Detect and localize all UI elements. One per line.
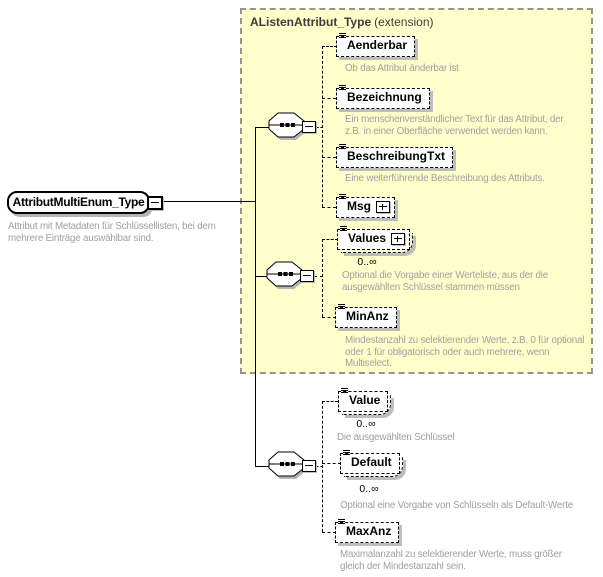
element-name: AttributMultiEnum_Type: [12, 194, 145, 209]
expand-icon[interactable]: [391, 233, 406, 245]
connector-main-trunk: [255, 127, 256, 467]
element-bezeichnung[interactable]: Bezeichnung: [336, 85, 430, 109]
cardinality-value: 0..∞: [356, 418, 376, 430]
element-name: MinAnz: [346, 309, 389, 323]
element-msg[interactable]: Msg: [336, 194, 395, 218]
sequence-compositor[interactable]: [265, 261, 306, 292]
element-aenderbar[interactable]: Aenderbar: [336, 33, 416, 57]
collapse-icon[interactable]: [302, 121, 316, 133]
element-value[interactable]: Value: [338, 388, 392, 415]
connector-dash: [322, 239, 338, 240]
connector-dash: [322, 157, 336, 158]
cardinality-default: 0..∞: [359, 483, 379, 495]
expand-icon[interactable]: [376, 201, 390, 213]
element-name: Values: [348, 231, 387, 245]
cardinality-values: 0..∞: [357, 256, 377, 268]
collapse-icon[interactable]: [302, 460, 316, 472]
connector-dash: [322, 207, 336, 208]
element-beschreibungtxt[interactable]: BeschreibungTxt: [336, 144, 454, 168]
annotation-value: Die ausgewählten Schlüssel: [337, 432, 455, 443]
text-content-icon: [339, 33, 347, 40]
sequence-compositor[interactable]: [267, 451, 308, 482]
text-content-icon: [340, 226, 348, 233]
text-content-icon: [341, 388, 349, 395]
annotation-bezeichnung: Ein menschenverständlicher Text für das …: [345, 114, 564, 137]
annotation-minanz: Mindestanzahl zu selektierender Werte, z…: [345, 335, 585, 370]
extension-title: AListenAttribut_Type(extension): [250, 15, 434, 29]
sequence-compositor[interactable]: [267, 112, 308, 143]
element-name: Aenderbar: [347, 38, 408, 52]
annotation-beschreibungtxt: Eine weiterführende Beschreibung des Att…: [345, 173, 545, 184]
element-name: MaxAnz: [346, 524, 392, 538]
annotation-values: Optional die Vorgabe einer Werteliste, a…: [342, 270, 549, 293]
connector-dash: [322, 401, 323, 532]
connector-seq3-stub: [255, 466, 270, 467]
connector-dash: [322, 317, 336, 318]
collapse-icon[interactable]: [300, 270, 314, 282]
extension-container: AListenAttribut_Type(extension): [240, 8, 593, 374]
connector-dash: [322, 401, 338, 402]
connector-dash: [322, 98, 336, 99]
connector-root-trunk: [163, 201, 255, 202]
text-content-icon: [338, 304, 346, 311]
connector-dash: [322, 532, 336, 533]
annotation-aenderbar: Ob das Attribut änderbar ist: [345, 63, 459, 74]
extension-suffix: (extension): [374, 15, 434, 29]
collapse-icon[interactable]: [147, 196, 163, 210]
connector-dash: [322, 46, 323, 207]
element-default[interactable]: Default: [340, 450, 403, 477]
element-name: Msg: [347, 199, 371, 213]
element-maxanz[interactable]: MaxAnz: [335, 519, 400, 543]
element-name: Value: [349, 393, 381, 407]
connector-dash: [316, 127, 323, 128]
text-content-icon: [339, 194, 347, 201]
element-attributmultienum-type[interactable]: AttributMultiEnum_Type: [7, 191, 150, 214]
connector-seq1-stub: [255, 127, 272, 128]
element-name: Default: [351, 455, 392, 469]
text-content-icon: [339, 144, 347, 151]
annotation-root: Attribut mit Metadaten für Schlüssellist…: [8, 221, 216, 244]
annotation-maxanz: Maximalanzahl zu selektierender Werte, m…: [340, 549, 562, 572]
annotation-default: Optional eine Vorgabe von Schlüsseln als…: [340, 500, 573, 511]
connector-dash: [316, 466, 323, 467]
connector-dash: [322, 463, 341, 464]
text-content-icon: [339, 85, 347, 92]
connector-dash: [314, 276, 323, 277]
element-name: Bezeichnung: [347, 90, 422, 104]
connector-dash: [322, 46, 337, 47]
extension-type-name: AListenAttribut_Type: [250, 15, 372, 29]
connector-dash: [322, 239, 323, 317]
text-content-icon: [343, 450, 351, 457]
connector-seq2-stub: [255, 276, 268, 277]
element-values[interactable]: Values: [337, 226, 414, 253]
text-content-icon: [338, 519, 346, 526]
element-minanz[interactable]: MinAnz: [335, 304, 397, 328]
element-name: BeschreibungTxt: [347, 149, 446, 163]
